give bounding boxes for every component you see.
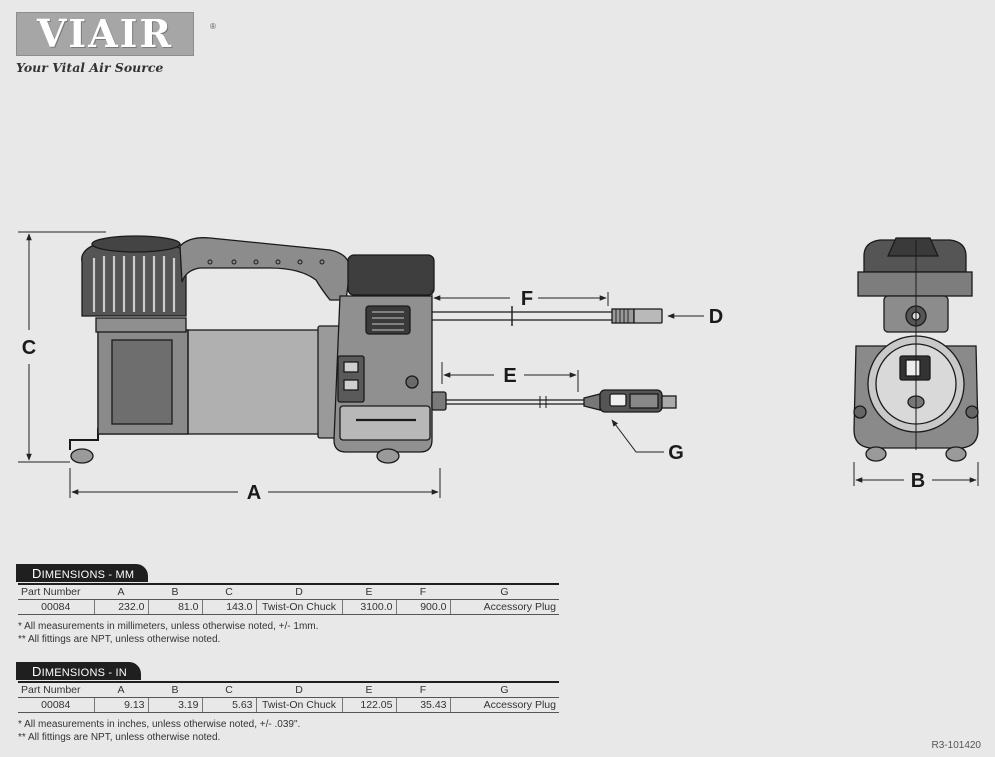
- registered-mark: ®: [210, 22, 216, 31]
- dimension-label-e: E: [503, 365, 516, 387]
- dimension-label-d: D: [709, 306, 723, 328]
- col-header: A: [94, 683, 148, 698]
- col-header: Part Number: [18, 585, 94, 600]
- table-notes: * All measurements in inches, unless oth…: [18, 719, 559, 744]
- table-cell: 3100.0: [342, 599, 397, 615]
- col-header: F: [396, 683, 450, 698]
- col-header: E: [342, 585, 396, 600]
- table-cell: 81.0: [148, 599, 203, 615]
- dimension-label-f: F: [521, 288, 533, 310]
- table-cell: 3.19: [148, 697, 203, 713]
- table-cell: Accessory Plug: [450, 697, 559, 713]
- col-header: C: [202, 683, 256, 698]
- note-line: * All measurements in inches, unless oth…: [18, 719, 301, 730]
- table-header-row: Part Number A B C D E F G: [18, 683, 559, 698]
- dimension-label-a: A: [247, 482, 261, 504]
- col-header: A: [94, 585, 148, 600]
- note-line: * All measurements in millimeters, unles…: [18, 621, 319, 632]
- table-cell: Accessory Plug: [450, 599, 559, 615]
- table-cell: 122.05: [342, 697, 397, 713]
- col-header: F: [396, 585, 450, 600]
- col-header: G: [450, 585, 559, 600]
- dimension-label-b: B: [911, 470, 925, 492]
- table-row: 00084 232.0 81.0 143.0 Twist-On Chuck 31…: [18, 599, 559, 615]
- table-cell: 143.0: [202, 599, 257, 615]
- table-cell: 00084: [18, 599, 95, 615]
- table-cell: Twist-On Chuck: [256, 599, 343, 615]
- logo-box: VIAIR: [16, 12, 194, 56]
- table-title-mm: DIMENSIONS - MM: [16, 564, 149, 582]
- end-view: [853, 237, 979, 462]
- table-cell: Twist-On Chuck: [256, 697, 343, 713]
- col-header: E: [342, 683, 396, 698]
- note-line: ** All fittings are NPT, unless otherwis…: [18, 633, 221, 645]
- dimensions-mm-table: DIMENSIONS - MM Part Number A B C D E F …: [16, 564, 559, 646]
- dimension-lines: [18, 231, 979, 498]
- table-cell: 900.0: [396, 599, 451, 615]
- side-view: [69, 235, 677, 464]
- table-cell: 5.63: [202, 697, 257, 713]
- dimensions-in-table: DIMENSIONS - IN Part Number A B C D E F …: [16, 662, 559, 744]
- table-cell: 00084: [18, 697, 95, 713]
- table-header-row: Part Number A B C D E F G: [18, 585, 559, 600]
- col-header: Part Number: [18, 683, 94, 698]
- table-row: 00084 9.13 3.19 5.63 Twist-On Chuck 122.…: [18, 697, 559, 713]
- table-cell: 232.0: [94, 599, 149, 615]
- table-title-in: DIMENSIONS - IN: [16, 662, 141, 680]
- table-cell: 9.13: [94, 697, 149, 713]
- col-header: D: [256, 585, 342, 600]
- table-cell: 35.43: [396, 697, 451, 713]
- col-header: B: [148, 585, 202, 600]
- document-reference: R3-101420: [931, 740, 981, 751]
- dimension-label-c: C: [22, 337, 36, 359]
- logo-tagline: Your Vital Air Source: [16, 60, 164, 75]
- col-header: B: [148, 683, 202, 698]
- table-notes: * All measurements in millimeters, unles…: [18, 621, 559, 646]
- col-header: C: [202, 585, 256, 600]
- note-line: ** All fittings are NPT, unless otherwis…: [18, 731, 221, 743]
- col-header: G: [450, 683, 559, 698]
- col-header: D: [256, 683, 342, 698]
- brand-logo: VIAIR ® Your Vital Air Source: [16, 12, 216, 75]
- logo-wordmark: VIAIR: [36, 11, 174, 56]
- dimension-label-g: G: [668, 442, 684, 464]
